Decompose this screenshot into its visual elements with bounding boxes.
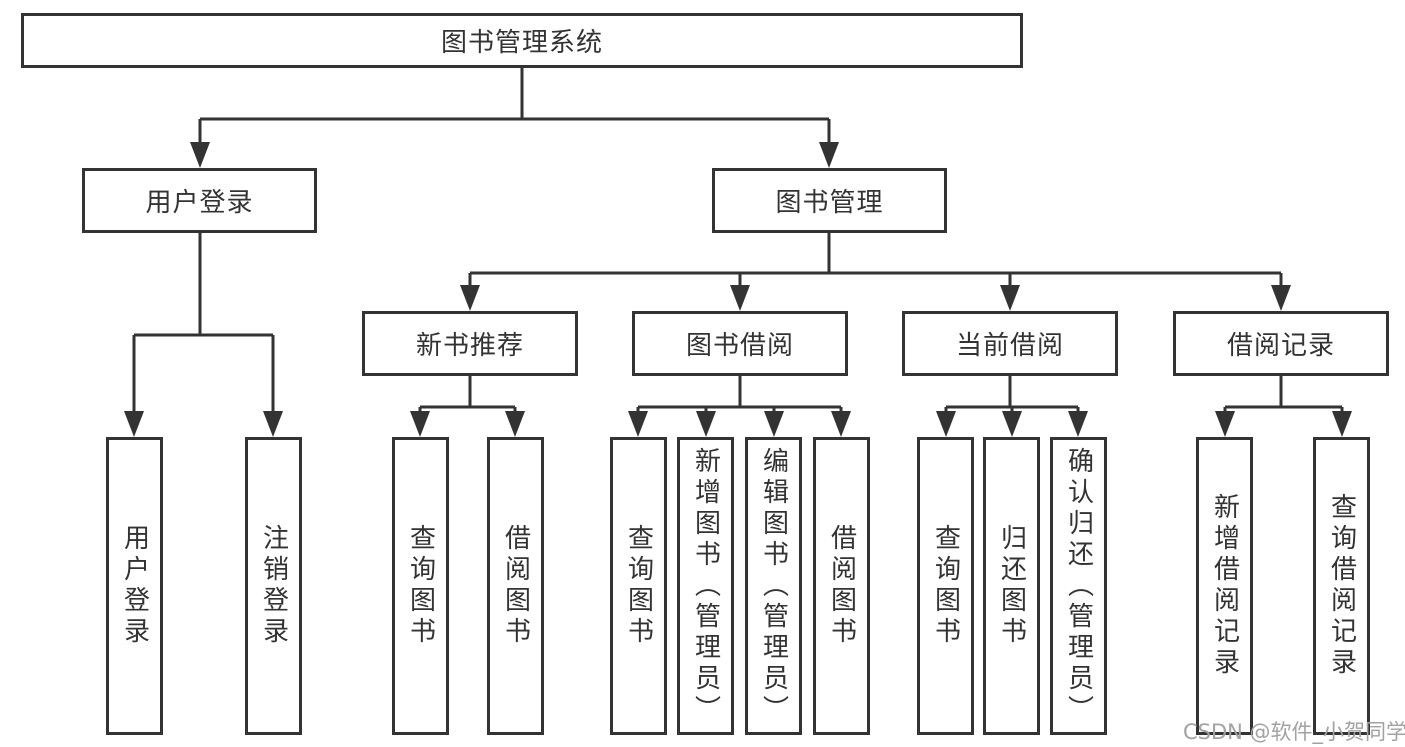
- leaf-add-books-admin-label: 新增图书（管理员）: [690, 446, 721, 726]
- node-user-login: 用户登录: [82, 168, 317, 233]
- leaf-query-books-1-label: 查询图书: [405, 524, 436, 648]
- leaf-borrow-books-2-label: 借阅图书: [826, 524, 857, 648]
- leaf-user-login-label: 用户登录: [119, 524, 150, 648]
- leaf-query-borrow-record-label: 查询借阅记录: [1326, 493, 1357, 679]
- leaf-query-books-3: 查询图书: [917, 437, 974, 735]
- leaf-query-books-3-label: 查询图书: [930, 524, 961, 648]
- node-borrow-records: 借阅记录: [1173, 311, 1389, 376]
- leaf-query-books-2: 查询图书: [610, 437, 667, 735]
- leaf-confirm-return-admin: 确认归还（管理员）: [1050, 437, 1107, 735]
- node-current-borrow-label: 当前借阅: [955, 331, 1064, 361]
- leaf-query-books-1: 查询图书: [392, 437, 449, 735]
- node-new-book-recommend-label: 新书推荐: [415, 331, 524, 361]
- node-borrow-records-label: 借阅记录: [1226, 331, 1335, 361]
- leaf-query-books-2-label: 查询图书: [623, 524, 654, 648]
- leaf-add-borrow-record-label: 新增借阅记录: [1209, 493, 1240, 679]
- node-book-management-label: 图书管理: [775, 188, 884, 218]
- node-new-book-recommend: 新书推荐: [362, 311, 578, 376]
- leaf-query-borrow-record: 查询借阅记录: [1313, 437, 1370, 735]
- node-user-login-label: 用户登录: [145, 188, 254, 218]
- node-book-management: 图书管理: [712, 168, 947, 233]
- arrowheads: [124, 142, 1352, 437]
- csdn-watermark: CSDN @软件_小贺同学: [1183, 720, 1405, 744]
- leaf-edit-books-admin: 编辑图书（管理员）: [745, 437, 802, 735]
- leaf-edit-books-admin-label: 编辑图书（管理员）: [758, 446, 789, 726]
- leaf-user-login: 用户登录: [106, 437, 163, 735]
- leaf-borrow-books-1-label: 借阅图书: [500, 524, 531, 648]
- node-book-borrow-label: 图书借阅: [685, 331, 794, 361]
- node-root: 图书管理系统: [21, 13, 1023, 68]
- node-root-label: 图书管理系统: [440, 28, 603, 58]
- leaf-borrow-books-1: 借阅图书: [487, 437, 544, 735]
- leaf-logout: 注销登录: [245, 437, 302, 735]
- node-book-borrow: 图书借阅: [632, 311, 848, 376]
- leaf-logout-label: 注销登录: [258, 524, 289, 648]
- node-current-borrow: 当前借阅: [902, 311, 1118, 376]
- leaf-add-borrow-record: 新增借阅记录: [1196, 437, 1253, 735]
- leaf-confirm-return-admin-label: 确认归还（管理员）: [1063, 446, 1094, 726]
- leaf-return-books: 归还图书: [983, 437, 1040, 735]
- leaf-add-books-admin: 新增图书（管理员）: [677, 437, 734, 735]
- leaf-return-books-label: 归还图书: [996, 524, 1027, 648]
- leaf-borrow-books-2: 借阅图书: [813, 437, 870, 735]
